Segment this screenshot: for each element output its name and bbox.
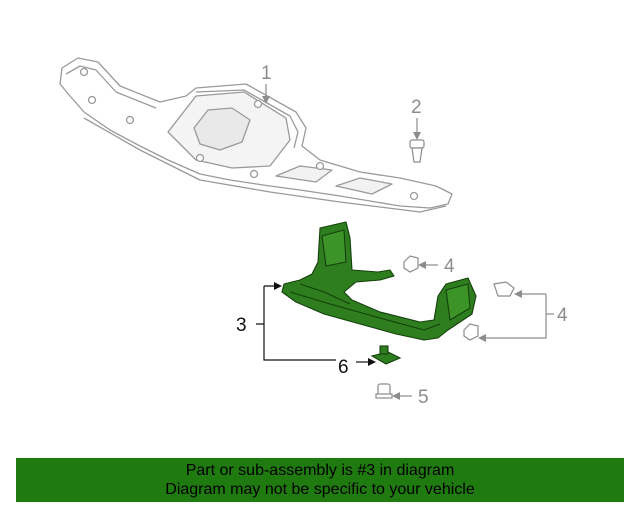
leader-1-arrow [262, 96, 270, 104]
footer-line-1: Part or sub-assembly is #3 in diagram [185, 462, 455, 479]
part-6-nut [370, 345, 402, 365]
leader-4b [484, 293, 547, 339]
part-4-clip-b [493, 281, 515, 297]
callout-6: 6 [338, 357, 349, 378]
leader-4a-arrow [418, 261, 426, 269]
callout-4-upper: 4 [444, 256, 455, 277]
callout-5: 5 [418, 387, 429, 408]
part-3-splash-shield [281, 221, 477, 341]
leader-4b-arrow-bottom [478, 334, 486, 342]
footer-line-2: Diagram may not be specific to your vehi… [165, 481, 475, 498]
part-4-clip-c [463, 323, 479, 341]
leader-5-arrow [392, 392, 400, 400]
footer-banner: Part or sub-assembly is #3 in diagram Di… [16, 458, 624, 502]
part-5-bolt [375, 383, 393, 399]
leader-3-arrow [274, 282, 282, 290]
callout-4-right: 4 [557, 305, 568, 326]
part-1-upper-cover [59, 57, 453, 213]
part-2-push-pin [409, 139, 425, 163]
callout-3: 3 [236, 315, 247, 336]
callout-1: 1 [261, 63, 272, 84]
leader-2-arrow [413, 132, 421, 140]
part-4-clip-a [403, 255, 419, 273]
leader-4b-arrow-top [514, 290, 522, 298]
leader-6-arrow [368, 358, 376, 366]
callout-2: 2 [411, 97, 422, 118]
